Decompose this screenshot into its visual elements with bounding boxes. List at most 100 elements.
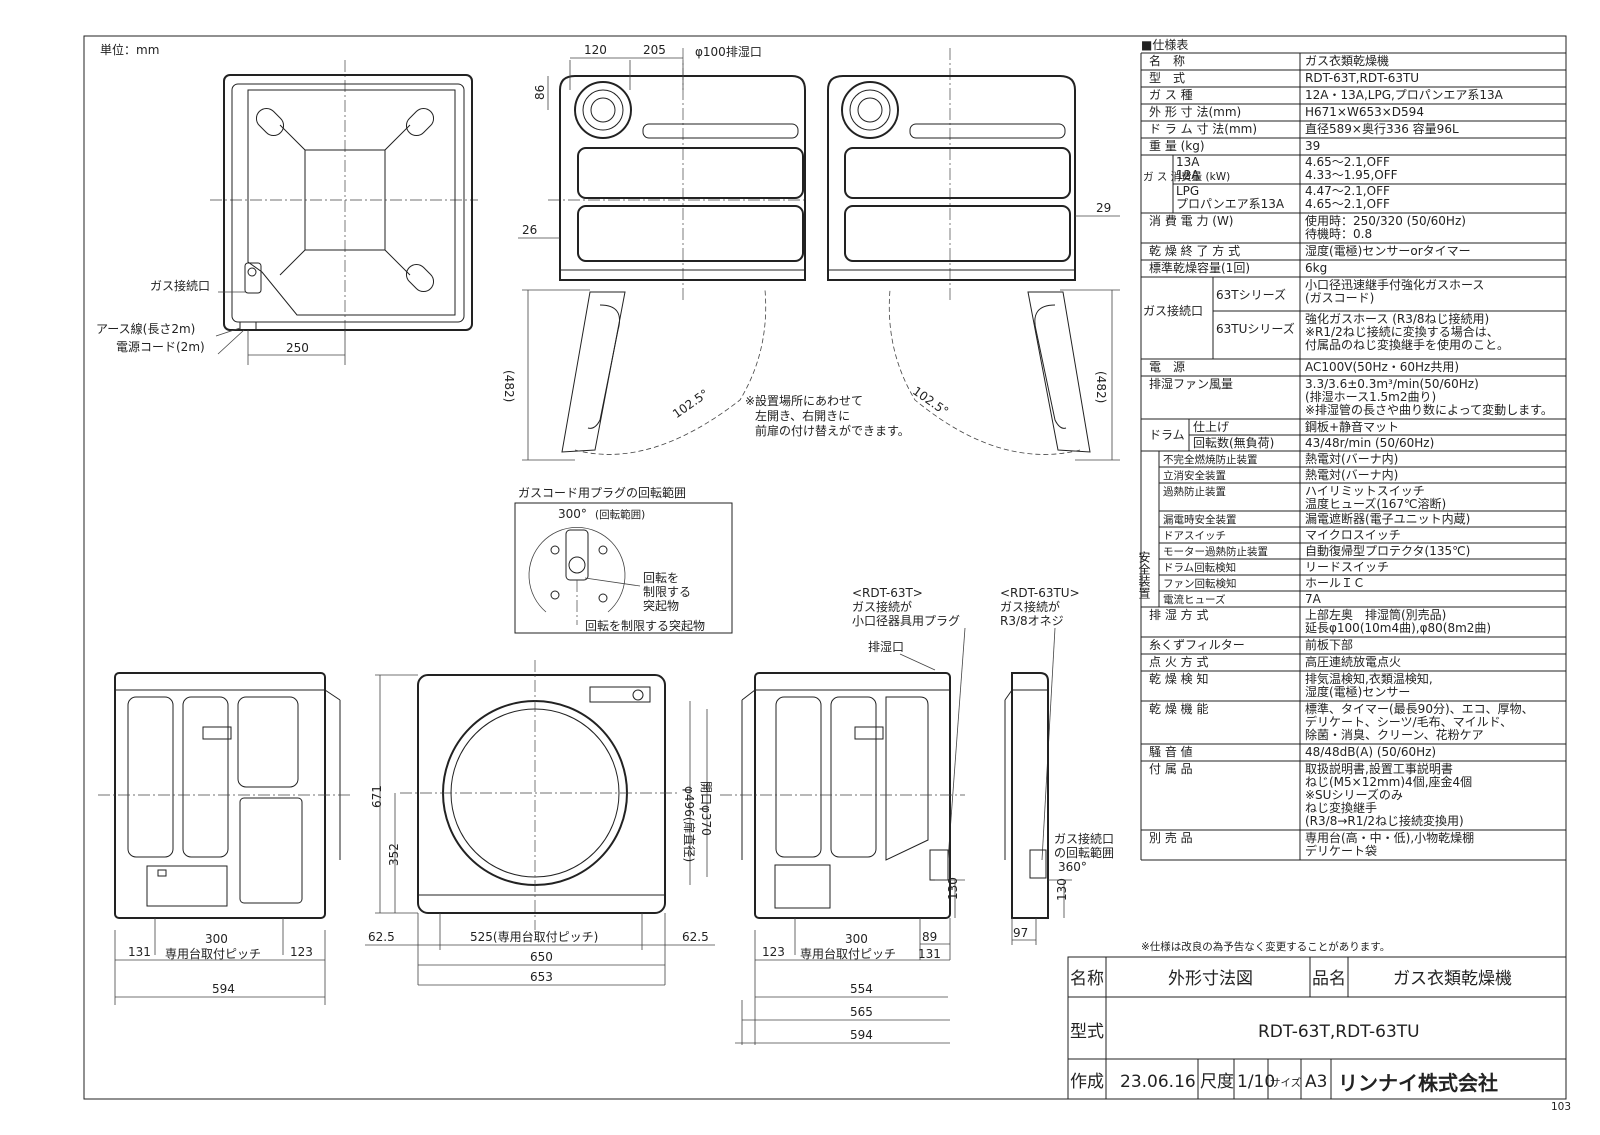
safety-item: 立消安全装置 <box>1163 469 1226 482</box>
spec-value: 12A・13A,LPG,プロパンエア系13A <box>1305 88 1504 102</box>
safety-item: 電流ヒューズ <box>1163 593 1225 606</box>
safety-item: ドアスイッチ <box>1163 530 1226 542</box>
spec-value: 前板下部 <box>1305 637 1353 652</box>
safety-item: ドラム回転検知 <box>1163 561 1236 574</box>
door-note-2: 左開き、右開きに <box>755 408 850 423</box>
spec-value: 高圧連続放電点火 <box>1305 654 1401 669</box>
spec-value: 39 <box>1305 139 1320 153</box>
spec-value: デリケート、シーツ/毛布、マイルド、 <box>1305 714 1512 729</box>
safety-value: ハイリミットスイッチ <box>1305 484 1425 498</box>
spec-value: 48/48dB(A) (50/60Hz) <box>1305 745 1436 759</box>
label-exhaust-side: 排湿口 <box>868 639 904 654</box>
gas-conn-desc: 小口径迅速継手付強化ガスホース <box>1305 277 1484 292</box>
dim-26: 26 <box>522 223 537 237</box>
gas-conn-desc: (ガスコード) <box>1305 291 1374 305</box>
side-view-63t: 130 89 123 300 専用台取付ピッチ 131 554 565 594 <box>720 672 965 1045</box>
dim-671: 671 <box>370 785 384 808</box>
side-view-63tu: 130 97 ガス接続口 の回転範囲 360° <box>1004 672 1114 945</box>
spec-label: 名 称 <box>1149 53 1185 68</box>
dim-130-a: 130 <box>946 877 960 900</box>
dim-594-side: 594 <box>850 1028 873 1042</box>
dim-86: 86 <box>533 85 547 100</box>
drum-item: 仕上げ <box>1193 420 1229 434</box>
drum-item: 回転数(無負荷) <box>1193 435 1274 450</box>
dim-29: 29 <box>1096 201 1111 215</box>
safety-item: 過熱防止装置 <box>1163 485 1226 498</box>
pitch-label-side: 専用台取付ピッチ <box>800 946 896 961</box>
top-view: 250 ガス接続口 アース線(長さ2m) 電源コード(2m) <box>96 60 478 365</box>
safety-value: 自動復帰型プロテクタ(135℃) <box>1305 543 1470 558</box>
front-view-left: 120 205 φ100排湿口 86 26 (482) 102.5° <box>502 43 806 461</box>
gas-value: 4.47〜2.1,OFF <box>1305 184 1390 198</box>
tu-title: <RDT-63TU> <box>1000 586 1080 600</box>
safety-value: リードスイッチ <box>1305 560 1389 574</box>
page-number: 103 <box>1551 1101 1571 1113</box>
gas-type: プロパンエア系13A <box>1176 197 1285 211</box>
dim-123-side: 123 <box>762 945 785 959</box>
tb-size-value: A3 <box>1305 1072 1327 1092</box>
safety-value: 7A <box>1305 592 1322 606</box>
company-name: リンナイ株式会社 <box>1338 1071 1498 1095</box>
spec-value: RDT-63T,RDT-63TU <box>1305 71 1419 85</box>
tb-product-value: ガス衣類乾燥機 <box>1393 969 1512 989</box>
spec-value: 待機時：0.8 <box>1305 226 1372 241</box>
plug-stop-2: 制限する <box>643 585 691 599</box>
drum-value: 43/48r/min (50/60Hz) <box>1305 436 1434 450</box>
spec-value: ガス衣類乾燥機 <box>1305 53 1389 68</box>
spec-label: 付 属 品 <box>1149 762 1193 776</box>
spec-value: 標準、タイマー(最長90分)、エコ、厚物、 <box>1305 701 1534 716</box>
dim-131-side: 131 <box>918 947 941 961</box>
spec-label: ド ラ ム 寸 法(mm) <box>1149 122 1257 136</box>
spec-label: 消 費 電 力 (W) <box>1149 213 1234 228</box>
t-desc-1: ガス接続が <box>852 599 912 614</box>
plug-title: ガスコード用プラグの回転範囲 <box>518 485 686 500</box>
tu-desc-2: R3/8オネジ <box>1000 614 1064 628</box>
door-note-3: 前扉の付け替えができます。 <box>755 423 910 438</box>
spec-value: 湿度(電極)センサーorタイマー <box>1305 243 1471 258</box>
safety-value: マイクロスイッチ <box>1305 528 1401 542</box>
plug-angle: 300° <box>558 507 587 521</box>
safety-value: 温度ヒューズ(167℃溶断) <box>1305 496 1446 511</box>
spec-label: ガ ス 種 <box>1149 88 1193 102</box>
dim-130-b: 130 <box>1055 878 1069 901</box>
spec-label: 排湿ファン風量 <box>1149 376 1233 391</box>
title-block: 名称 外形寸法図 品名 ガス衣類乾燥機 型式 RDT-63T,RDT-63TU … <box>1067 956 1567 1100</box>
spec-label: 乾 燥 検 知 <box>1149 672 1208 686</box>
tb-made-label: 作成 <box>1070 1072 1104 1092</box>
dim-120: 120 <box>584 43 607 57</box>
t-desc-2: 小口径器具用プラグ <box>852 614 960 628</box>
dim-554: 554 <box>850 982 873 996</box>
gas-conn-desc: 付属品のねじ変換継手を使用のこと。 <box>1305 337 1509 352</box>
plug-rotation-detail: ガスコード用プラグの回転範囲 300° (回転範囲) 回転を 制限する 突起物 … <box>514 485 733 634</box>
spec-value: ねじ(M5×12mm)4個,座金4個 <box>1305 774 1472 789</box>
plug-angle-note: (回転範囲) <box>595 508 645 521</box>
spec-label: 糸くずフィルター <box>1149 638 1245 652</box>
tu-desc-1: ガス接続が <box>1000 599 1060 614</box>
gas-value: 4.65〜2.1,OFF <box>1305 155 1390 169</box>
spec-label: 重 量 (kg) <box>1149 139 1205 153</box>
plug-stop-1: 回転を <box>643 571 679 585</box>
dim-250: 250 <box>286 341 309 355</box>
dim-89: 89 <box>922 930 937 944</box>
safety-item: ファン回転検知 <box>1163 577 1237 590</box>
gas-type: 13A <box>1176 155 1200 169</box>
label-exhaust-100: φ100排湿口 <box>695 44 762 59</box>
gas-value: 4.65〜2.1,OFF <box>1305 197 1390 211</box>
tb-model-label: 型式 <box>1070 1022 1104 1042</box>
spec-label: 型 式 <box>1149 71 1185 85</box>
spec-value: H671×W653×D594 <box>1305 105 1424 119</box>
unit-label: 単位：mm <box>100 42 159 57</box>
inlet-range-1: ガス接続口 <box>1054 831 1114 846</box>
front-view-right: 29 (482) 102.5° <box>827 48 1120 461</box>
spec-label: 電 源 <box>1149 360 1185 374</box>
spec-value: (R3/8→R1/2ねじ接続変換用) <box>1305 813 1464 828</box>
dim-300-side: 300 <box>845 932 868 946</box>
dim-653: 653 <box>530 970 553 984</box>
plug-stop-4: 回転を制限する突起物 <box>585 618 705 633</box>
spec-title: ■仕様表 <box>1141 38 1188 52</box>
spec-value: ねじ変換継手 <box>1305 800 1377 815</box>
spec-value: 使用時：250/320 (50/60Hz) <box>1305 213 1466 228</box>
front-view-main: 671 352 φ496(扉直径) 開口φ370 62.5 525(専用台取付ピ… <box>365 660 715 986</box>
dim-565: 565 <box>850 1005 873 1019</box>
